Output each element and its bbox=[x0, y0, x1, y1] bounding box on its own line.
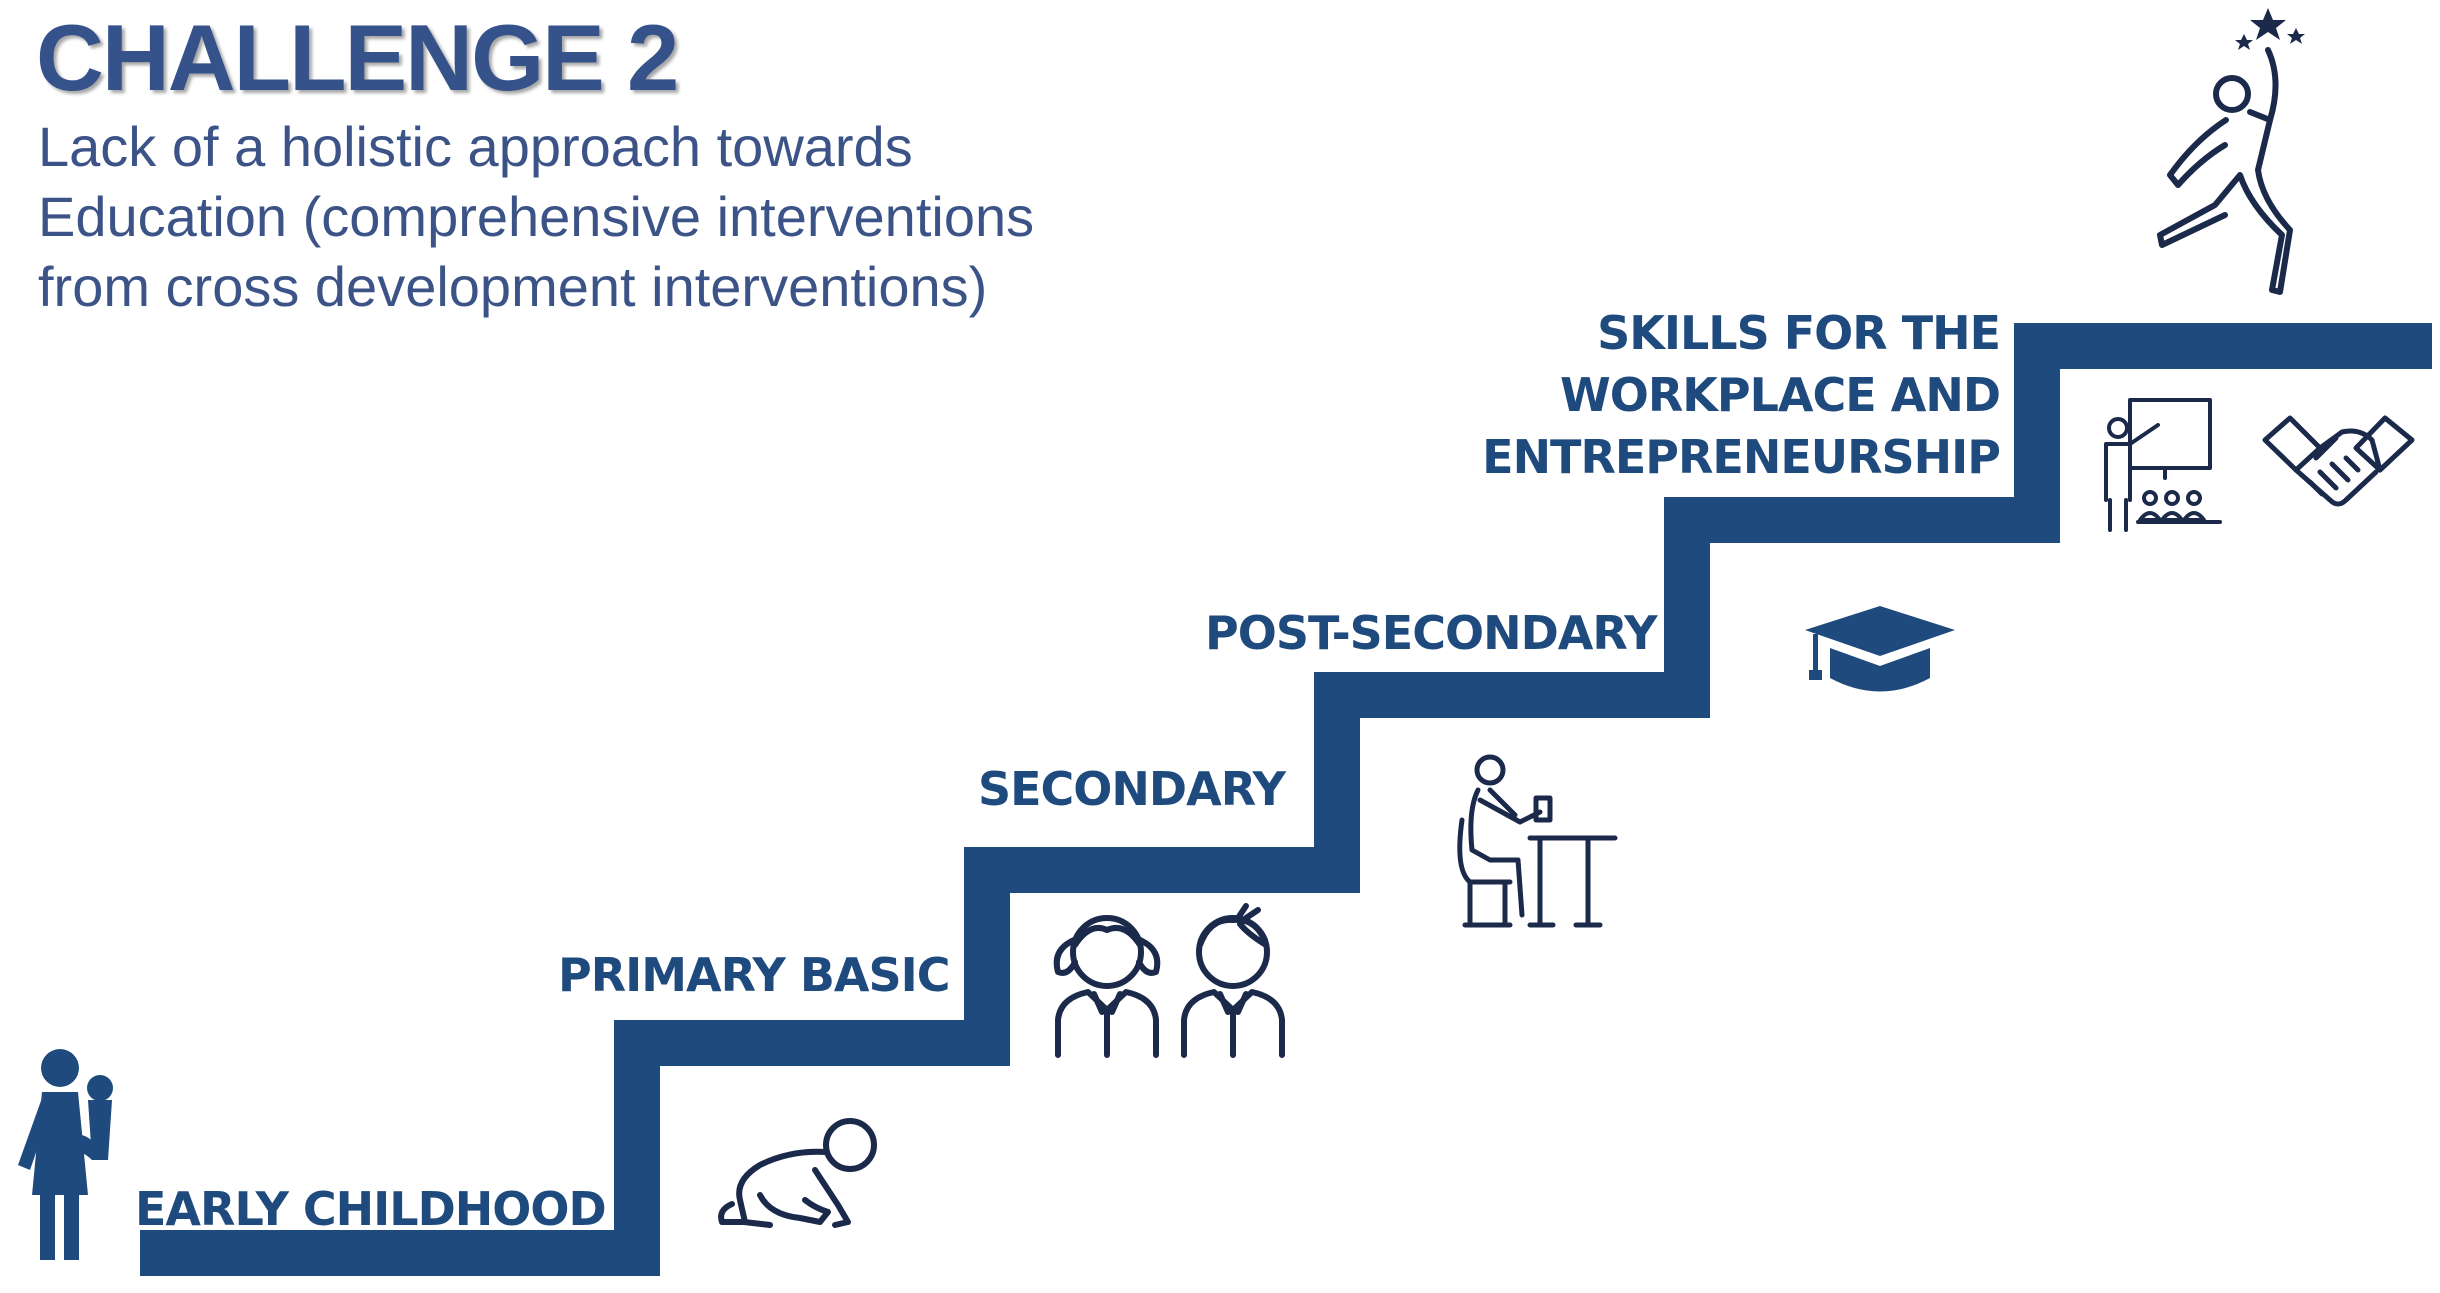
page-title: CHALLENGE 2 bbox=[36, 5, 679, 110]
step-label-line: ENTREPRENEURSHIP bbox=[1482, 430, 2001, 484]
step-label-line: PRIMARY BASIC bbox=[558, 948, 951, 1002]
mother-child-icon bbox=[18, 1049, 113, 1260]
girl-boy-students-icon bbox=[1053, 903, 1285, 1058]
subtitle-line: from cross development interventions) bbox=[38, 255, 988, 318]
graduation-cap-icon bbox=[1805, 606, 1955, 692]
teacher-classroom-icon bbox=[2104, 398, 2222, 532]
step-label-post-secondary: POST-SECONDARY bbox=[1205, 602, 1658, 664]
stars-icon bbox=[2235, 8, 2305, 50]
step-label-line: SECONDARY bbox=[978, 762, 1286, 816]
step-label-primary-basic: PRIMARY BASIC bbox=[558, 944, 951, 1006]
subtitle-line: Lack of a holistic approach towards bbox=[38, 115, 913, 178]
step-label-skills: SKILLS FOR THE WORKPLACE AND ENTREPRENEU… bbox=[1482, 302, 2001, 488]
subtitle-line: Education (comprehensive interventions bbox=[38, 185, 1035, 248]
handshake-icon bbox=[2262, 415, 2415, 507]
step-label-secondary: SECONDARY bbox=[978, 758, 1286, 820]
page-subtitle: Lack of a holistic approach towards Educ… bbox=[38, 112, 1198, 322]
crawling-baby-icon bbox=[718, 1118, 877, 1228]
success-jump-icon bbox=[2157, 47, 2293, 295]
staircase bbox=[140, 323, 2432, 1276]
student-at-desk-icon bbox=[1457, 754, 1618, 928]
step-label-line: WORKPLACE AND bbox=[1559, 368, 2001, 422]
step-label-line: SKILLS FOR THE bbox=[1597, 306, 2001, 360]
step-label-line: EARLY CHILDHOOD bbox=[135, 1182, 607, 1236]
step-label-line: POST-SECONDARY bbox=[1205, 606, 1658, 660]
step-label-early-childhood: EARLY CHILDHOOD bbox=[135, 1178, 607, 1240]
